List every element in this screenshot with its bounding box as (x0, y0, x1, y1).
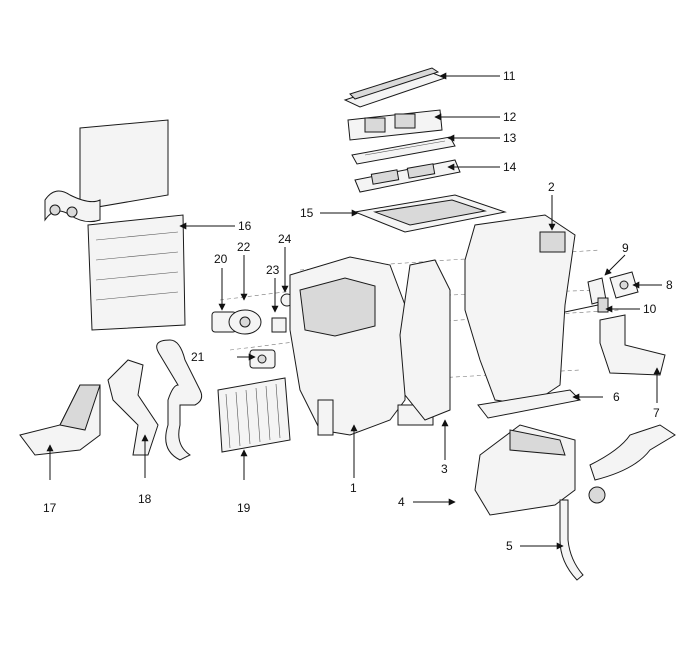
callout-1: 1 (350, 481, 357, 495)
part-5-drain-hose (559, 499, 584, 581)
callout-2: 2 (548, 180, 555, 194)
part-14-filter-lower (354, 159, 461, 193)
callout-14: 14 (503, 160, 517, 174)
part-19-heater-core (217, 377, 291, 453)
part-3-panel (399, 259, 451, 421)
part-4-lower-case (474, 424, 576, 516)
callout-15: 15 (300, 206, 314, 220)
right-hose (588, 424, 676, 504)
callout-6: 6 (613, 390, 620, 404)
part-12-filter-housing (347, 109, 443, 141)
callout-20: 20 (214, 252, 228, 266)
callout-4: 4 (398, 495, 405, 509)
heater-pipes (156, 339, 203, 461)
callout-12: 12 (503, 110, 517, 124)
part-15-cover-plate (353, 194, 507, 233)
callout-18: 18 (138, 492, 152, 506)
part-18-bracket (107, 359, 159, 456)
callout-23: 23 (266, 263, 280, 277)
leader-lines (46, 72, 662, 550)
part-10-sensor (564, 297, 609, 313)
part-13-filter-upper (351, 136, 456, 165)
callout-16: 16 (238, 219, 252, 233)
callout-17: 17 (43, 501, 57, 515)
part-6-tray (477, 389, 582, 419)
part-7-side-duct (599, 314, 666, 376)
callout-labels: 11 12 13 14 15 16 2 9 8 10 6 7 4 5 1 3 1… (43, 69, 673, 553)
part-1-main-case (289, 256, 434, 436)
part-8-actuator (609, 271, 639, 299)
callout-21: 21 (191, 350, 205, 364)
callout-22: 22 (237, 240, 251, 254)
callout-5: 5 (506, 539, 513, 553)
callout-11: 11 (503, 69, 516, 83)
callout-19: 19 (237, 501, 251, 515)
callout-7: 7 (653, 406, 660, 420)
callout-9: 9 (622, 241, 629, 255)
callout-3: 3 (441, 462, 448, 476)
part-16-evaporator (44, 119, 186, 331)
part-17-duct (19, 384, 101, 456)
part-11-filter-frame (343, 67, 447, 108)
callout-13: 13 (503, 131, 517, 145)
callout-24: 24 (278, 232, 292, 246)
actuators-group (211, 293, 294, 369)
callout-8: 8 (666, 278, 673, 292)
callout-10: 10 (643, 302, 657, 316)
part-2-distribution-housing (464, 214, 576, 406)
